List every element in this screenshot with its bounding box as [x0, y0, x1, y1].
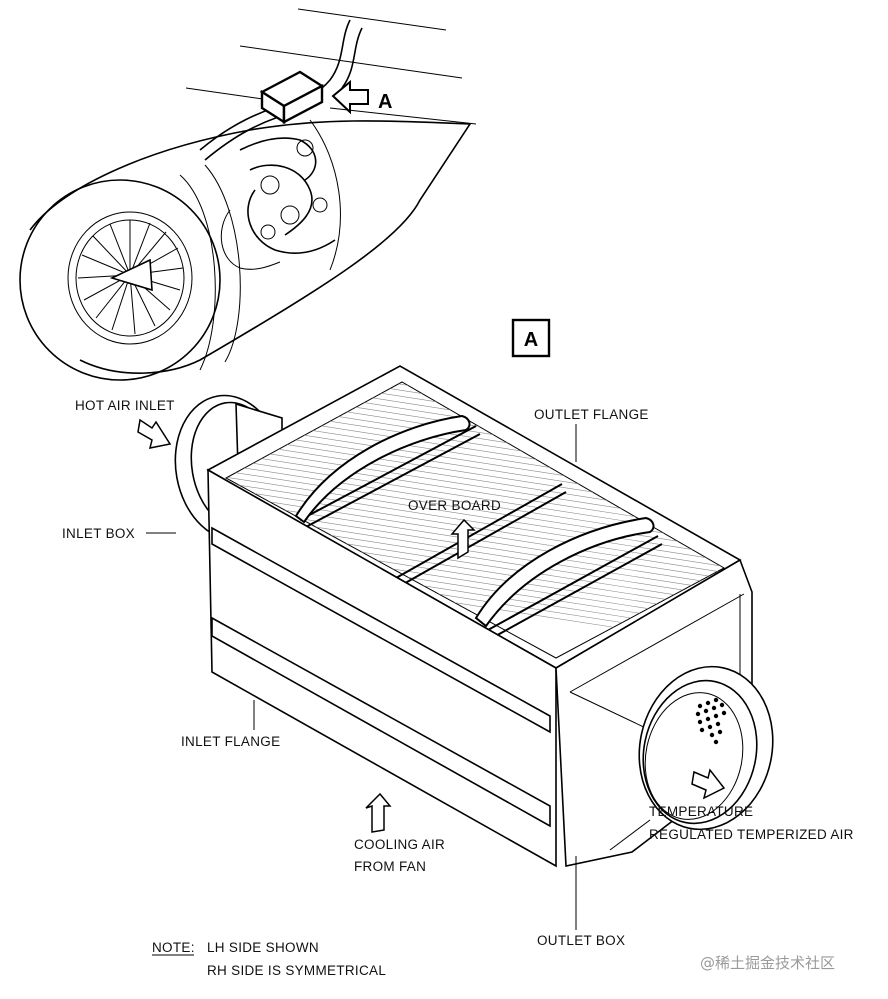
inlet-box-label: INLET BOX [62, 526, 135, 541]
inlet-flange-label: INLET FLANGE [181, 734, 280, 749]
cooling-air-arrow [365, 792, 392, 833]
cooling-air-label-line2: FROM FAN [354, 859, 426, 874]
callout-arrow [331, 79, 369, 115]
hot-air-inlet-arrow [137, 418, 172, 449]
outlet-flange-label: OUTLET FLANGE [534, 407, 649, 422]
temperature-label-line2: REGULATED TEMPERIZED AIR [649, 827, 854, 842]
outlet-box-label: OUTLET BOX [537, 933, 625, 948]
over-board-arrow [450, 518, 476, 560]
note-prefix: NOTE: [152, 940, 195, 955]
detail-view-letter: A [524, 329, 538, 351]
callout-letter: A [378, 91, 392, 113]
note-line-1: LH SIDE SHOWN [207, 940, 319, 955]
detail-view-badge: A [511, 318, 551, 358]
engine-overview-illustration: A [19, 8, 477, 381]
note-line-2: RH SIDE IS SYMMETRICAL [207, 963, 386, 978]
cooling-air-label-line1: COOLING AIR [354, 837, 445, 852]
temperized-air-outlet-arrow [691, 768, 726, 800]
precooler-location-box [259, 70, 325, 125]
temperature-label-line1: TEMPERATURE [649, 804, 753, 819]
watermark: @稀土掘金技术社区 [700, 954, 835, 972]
hot-air-inlet-label: HOT AIR INLET [75, 398, 175, 413]
over-board-label: OVER BOARD [408, 498, 501, 513]
